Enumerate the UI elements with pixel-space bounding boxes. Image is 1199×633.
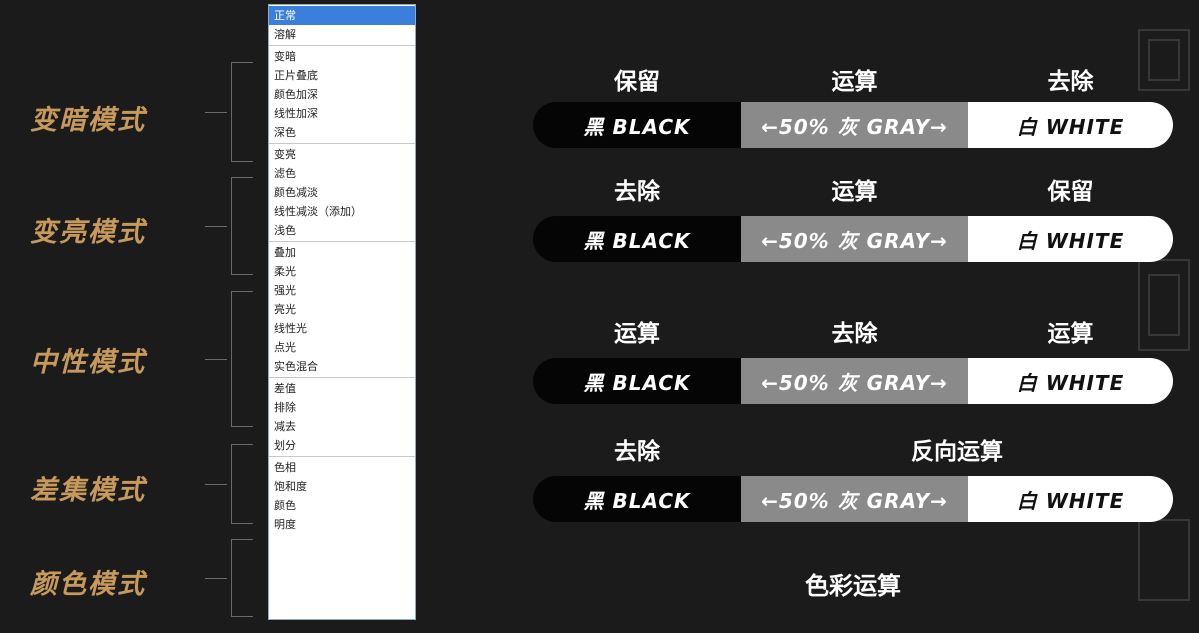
- tone-bar: 黑 BLACK ←50% 灰 GRAY→ 白 WHITE: [533, 358, 1173, 404]
- header-gray-white: 反向运算: [911, 439, 1003, 465]
- group-label-difference: 差集模式: [30, 475, 146, 506]
- color-operation-caption: 色彩运算: [805, 572, 901, 600]
- header-gray: 运算: [831, 179, 878, 205]
- row-headers: 去除 运算 保留: [533, 172, 1173, 208]
- blend-mode-option[interactable]: 叠加: [274, 246, 296, 259]
- menu-section: 变暗正片叠底颜色加深线性加深深色: [269, 46, 415, 144]
- gray-segment: ←50% 灰 GRAY→: [741, 476, 968, 522]
- blend-mode-option[interactable]: 变暗: [274, 50, 296, 63]
- row-headers: 保留 运算 去除: [533, 62, 1173, 98]
- blend-mode-option[interactable]: 颜色: [274, 499, 296, 512]
- bracket-neutral: [205, 291, 260, 427]
- header-white: 去除: [1047, 69, 1094, 95]
- blend-mode-option[interactable]: 点光: [274, 341, 296, 354]
- white-segment: 白 WHITE: [968, 216, 1173, 262]
- row-headers: 去除 反向运算: [533, 432, 1173, 468]
- header-black: 保留: [614, 69, 660, 95]
- tone-bar: 黑 BLACK ←50% 灰 GRAY→ 白 WHITE: [533, 476, 1173, 522]
- bracket-difference: [205, 444, 260, 524]
- blend-mode-option[interactable]: 线性减淡（添加）: [274, 205, 362, 218]
- bracket-darken: [205, 62, 260, 162]
- blend-mode-option[interactable]: 色相: [274, 461, 296, 474]
- menu-section: 差值排除减去划分: [269, 378, 415, 457]
- gray-segment: ←50% 灰 GRAY→: [741, 216, 968, 262]
- tone-bar: 黑 BLACK ←50% 灰 GRAY→ 白 WHITE: [533, 102, 1173, 148]
- black-segment: 黑 BLACK: [533, 358, 741, 404]
- header-gray: 去除: [831, 321, 878, 347]
- black-segment: 黑 BLACK: [533, 216, 741, 262]
- menu-section: 正常溶解: [269, 5, 415, 46]
- blend-mode-list[interactable]: 正常溶解变暗正片叠底颜色加深线性加深深色变亮滤色颜色减淡线性减淡（添加） 浅色叠加…: [268, 4, 416, 620]
- blend-mode-option[interactable]: 滤色: [274, 167, 296, 180]
- blend-mode-option[interactable]: 强光: [274, 284, 296, 297]
- header-black: 去除: [614, 439, 660, 465]
- blend-mode-option[interactable]: 线性加深: [274, 107, 318, 120]
- black-segment: 黑 BLACK: [533, 102, 741, 148]
- blend-mode-option[interactable]: 溶解: [274, 28, 296, 41]
- blend-mode-option[interactable]: 减去: [274, 420, 296, 433]
- blend-mode-option[interactable]: 深色: [274, 126, 296, 139]
- group-label-lighten: 变亮模式: [30, 217, 146, 248]
- gray-segment: ←50% 灰 GRAY→: [741, 358, 968, 404]
- black-segment: 黑 BLACK: [533, 476, 741, 522]
- blend-mode-option[interactable]: 排除: [274, 401, 296, 414]
- menu-section: 叠加柔光强光亮光线性光点光实色混合: [269, 242, 415, 378]
- group-label-neutral: 中性模式: [30, 347, 146, 378]
- header-white: 运算: [1047, 321, 1094, 347]
- blend-mode-option[interactable]: 实色混合: [274, 360, 318, 373]
- background-pattern: [1138, 29, 1190, 601]
- tone-bar: 黑 BLACK ←50% 灰 GRAY→ 白 WHITE: [533, 216, 1173, 262]
- header-white: 保留: [1047, 179, 1094, 205]
- row-headers: 运算 去除 运算: [533, 314, 1173, 350]
- blend-mode-option[interactable]: 柔光: [274, 265, 296, 278]
- menu-section: 色相饱和度颜色明度: [269, 457, 415, 535]
- header-black: 运算: [614, 321, 660, 347]
- menu-section: 变亮滤色颜色减淡线性减淡（添加） 浅色: [269, 144, 415, 242]
- group-label-color: 颜色模式: [30, 569, 146, 600]
- blend-mode-option[interactable]: 正常: [269, 6, 415, 25]
- blend-mode-option[interactable]: 饱和度: [274, 480, 307, 493]
- blend-mode-option[interactable]: 正片叠底: [274, 69, 318, 82]
- blend-mode-option[interactable]: 明度: [274, 518, 296, 531]
- bracket-lighten: [205, 177, 260, 275]
- blend-mode-option[interactable]: 颜色减淡: [274, 186, 318, 199]
- header-black: 去除: [614, 179, 660, 205]
- white-segment: 白 WHITE: [968, 102, 1173, 148]
- white-segment: 白 WHITE: [968, 476, 1173, 522]
- blend-mode-option[interactable]: 亮光: [274, 303, 296, 316]
- blend-mode-option[interactable]: 浅色: [274, 224, 296, 237]
- blend-mode-option[interactable]: 颜色加深: [274, 88, 318, 101]
- bracket-color: [205, 539, 260, 617]
- blend-mode-option[interactable]: 划分: [274, 439, 296, 452]
- group-label-darken: 变暗模式: [30, 105, 146, 136]
- header-gray: 运算: [831, 69, 878, 95]
- blend-mode-option[interactable]: 差值: [274, 382, 296, 395]
- white-segment: 白 WHITE: [968, 358, 1173, 404]
- blend-mode-option[interactable]: 线性光: [274, 322, 307, 335]
- gray-segment: ←50% 灰 GRAY→: [741, 102, 968, 148]
- blend-mode-option[interactable]: 变亮: [274, 148, 296, 161]
